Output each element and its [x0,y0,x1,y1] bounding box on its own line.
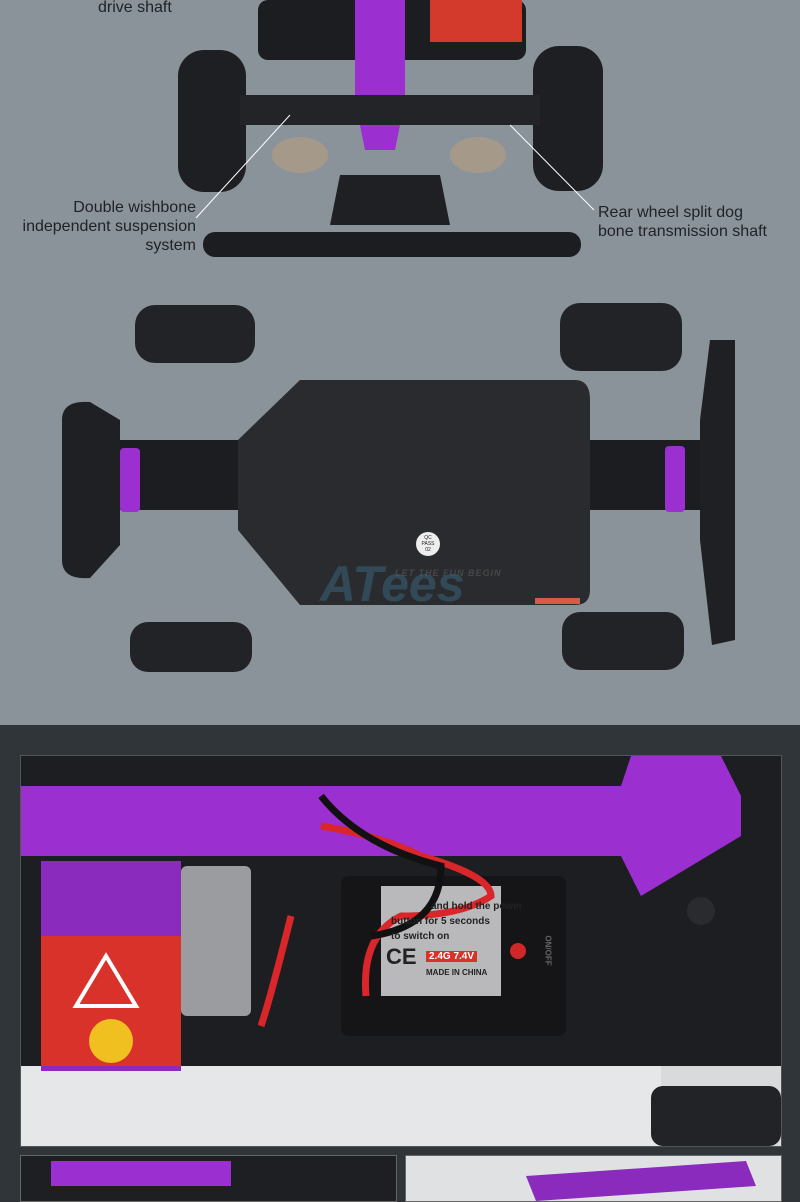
receiver-spec: 2.4G 7.4V [426,951,478,962]
qc-text: PASS [421,541,435,547]
on-off-text: ON/OFF [543,935,553,966]
thumbnail-illustration [51,1161,231,1186]
suspension-label-line: system [145,237,196,254]
rear-shaft-label-line: bone transmission shaft [598,223,767,240]
rear-shaft-label-line: Rear wheel split dog [598,204,743,221]
receiver-label-text: to switch on [391,931,450,942]
chassis-illustration [62,0,735,672]
electronics-illustration [21,756,781,1146]
thumbnail-illustration [526,1161,756,1201]
rear-chassis-view [178,0,603,257]
suspension-label-line: Double wishbone [73,199,196,216]
rear-shaft-label: Rear wheel split dog bone transmission s… [598,203,767,241]
suspension-label: Double wishbone independent suspension s… [23,198,196,255]
watermark-slogan: LET THE FUN BEGIN [395,568,502,578]
drive-shaft-label: drive shaft [98,0,172,16]
electronics-closeup-photo: and hold the power button for 5 seconds … [20,755,782,1147]
qc-text: QC [424,535,432,541]
qc-pass-sticker: QC PASS 02 [416,532,440,556]
ce-mark: CE [386,944,417,969]
detail-thumbnail-right [405,1155,782,1202]
watermark-logo: ATees [320,556,465,612]
made-in-text: MADE IN CHINA [426,968,488,977]
chassis-views-section: drive shaft Double wishbone independent … [0,0,800,725]
receiver-label-text: button for 5 seconds [391,916,490,927]
qc-text: 02 [425,547,431,553]
suspension-label-line: independent suspension [22,218,196,235]
detail-thumbnail-left [20,1155,397,1202]
underside-chassis-view [62,303,735,672]
receiver-label-text: and hold the power [431,901,523,912]
